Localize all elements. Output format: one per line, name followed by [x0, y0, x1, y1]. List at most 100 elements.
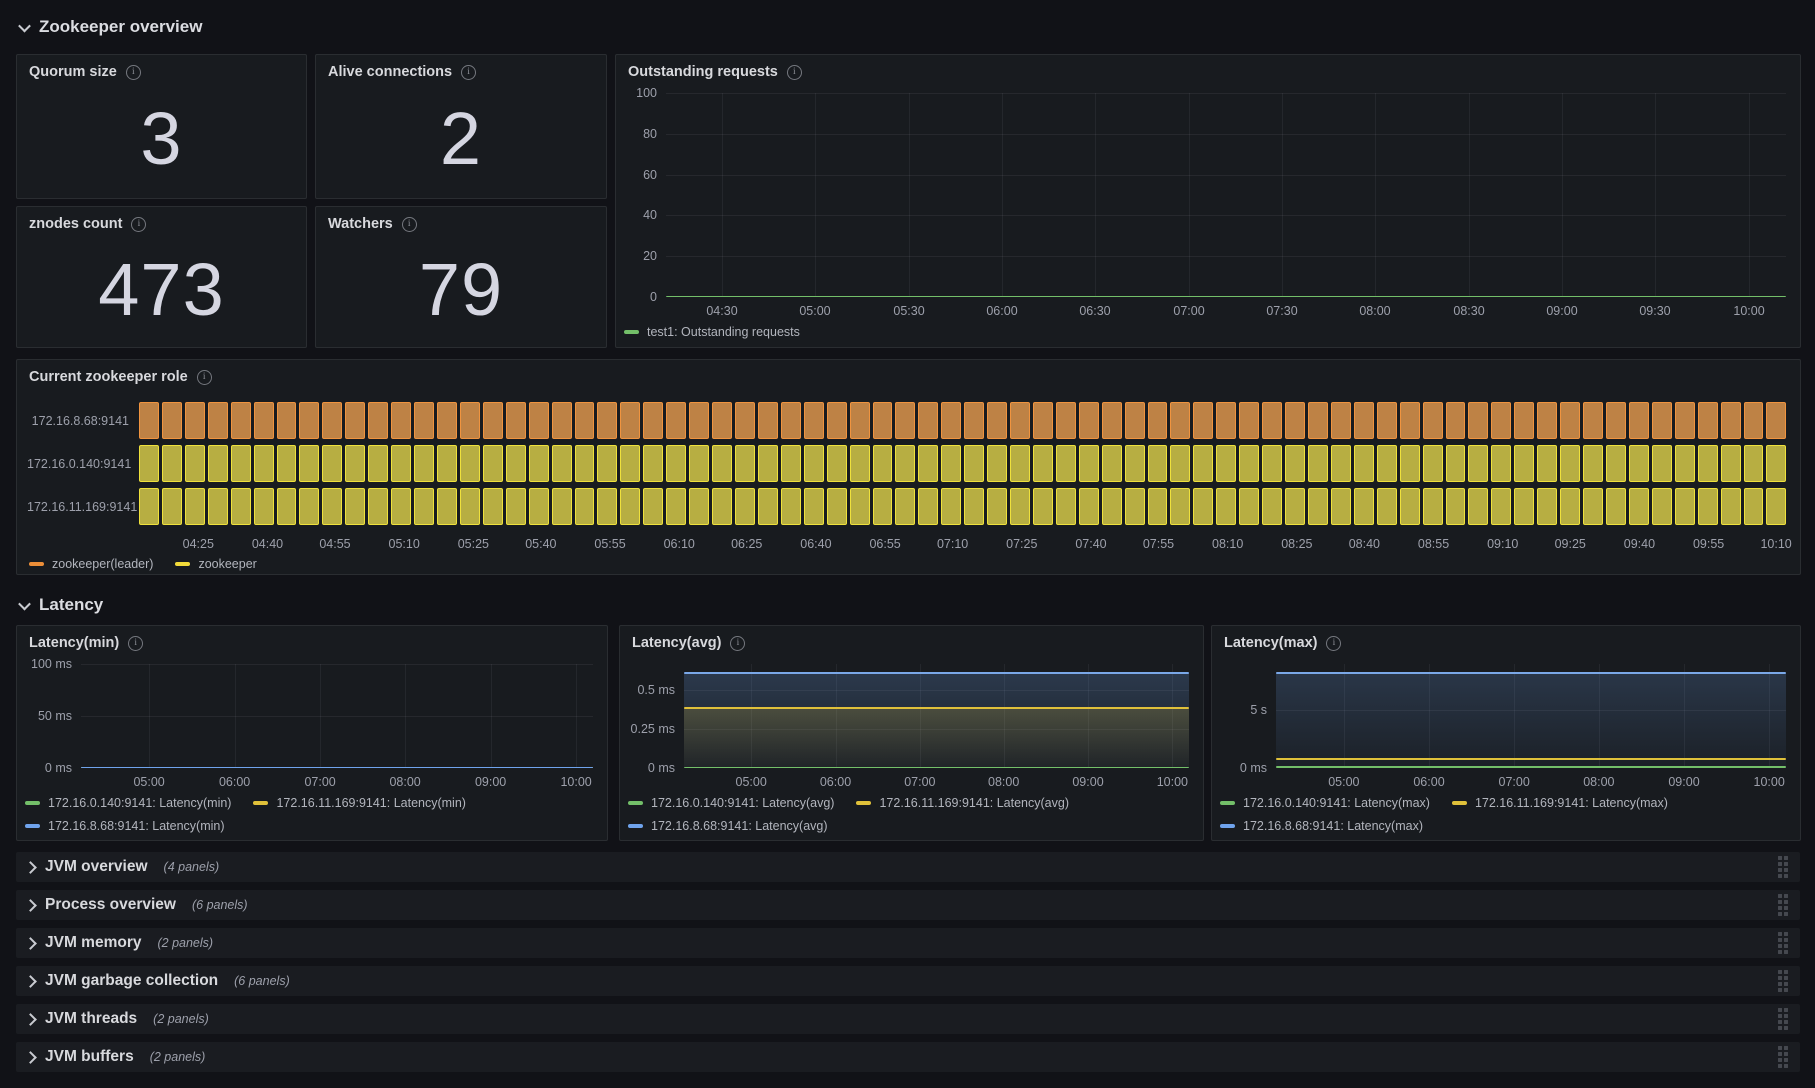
state-block — [597, 488, 618, 525]
info-icon[interactable]: i — [1326, 635, 1342, 651]
drag-handle-icon[interactable] — [1778, 894, 1788, 916]
panel-title[interactable]: Latency(max) — [1224, 635, 1318, 651]
legend-item[interactable]: 172.16.8.68:9141: Latency(avg) — [628, 816, 828, 836]
state-block — [1101, 488, 1122, 525]
legend-series-mark — [175, 562, 191, 566]
state-block — [184, 488, 205, 525]
state-block — [895, 402, 916, 439]
info-icon[interactable]: i — [125, 64, 141, 80]
legend-item[interactable]: 172.16.11.169:9141: Latency(avg) — [856, 793, 1069, 813]
state-block — [1422, 402, 1443, 439]
legend-item[interactable]: zookeeper — [175, 554, 257, 574]
legend-item[interactable]: 172.16.11.169:9141: Latency(min) — [253, 793, 466, 813]
state-block — [299, 402, 320, 439]
info-icon[interactable]: i — [196, 369, 212, 385]
state-block — [1239, 402, 1260, 439]
x-tick-label: 09:25 — [1554, 537, 1586, 551]
info-icon[interactable]: i — [730, 635, 746, 651]
row-jvm-overview[interactable]: JVM overview (4 panels) — [16, 852, 1800, 882]
panel-title[interactable]: znodes count — [29, 216, 123, 232]
plot-area[interactable] — [666, 93, 1786, 297]
state-block — [895, 488, 916, 525]
row-title: JVM buffers — [45, 1048, 134, 1065]
legend-item[interactable]: 172.16.0.140:9141: Latency(max) — [1220, 793, 1430, 813]
drag-handle-icon[interactable] — [1778, 856, 1788, 878]
state-block — [230, 402, 251, 439]
panel-title[interactable]: Latency(avg) — [632, 635, 722, 651]
panel-title[interactable]: Watchers — [328, 216, 393, 232]
state-block — [161, 402, 182, 439]
row-panel-count: (2 panels) — [153, 1012, 209, 1026]
plot-area[interactable] — [684, 664, 1189, 768]
state-block — [1445, 488, 1466, 525]
drag-handle-icon[interactable] — [1778, 932, 1788, 954]
row-panel-count: (6 panels) — [234, 974, 290, 988]
row-process-overview[interactable]: Process overview (6 panels) — [16, 890, 1800, 920]
state-block — [689, 402, 710, 439]
drag-handle-icon[interactable] — [1778, 1008, 1788, 1030]
state-block — [872, 445, 893, 482]
legend-item[interactable]: zookeeper(leader) — [29, 554, 153, 574]
info-icon[interactable]: i — [128, 635, 144, 651]
timeline-track[interactable] — [139, 488, 1787, 525]
series-fill — [684, 673, 1189, 768]
state-block — [1216, 445, 1237, 482]
panel-title[interactable]: Alive connections — [328, 64, 453, 80]
plot-area[interactable] — [1276, 664, 1786, 768]
section-header-latency[interactable]: Latency — [18, 592, 103, 618]
legend-item[interactable]: 172.16.8.68:9141: Latency(min) — [25, 816, 225, 836]
legend-series-mark — [25, 824, 40, 828]
legend-series-mark — [253, 801, 269, 805]
state-block — [253, 402, 274, 439]
row-jvm-garbage-collection[interactable]: JVM garbage collection (6 panels) — [16, 966, 1800, 996]
info-icon[interactable]: i — [461, 64, 477, 80]
state-block — [1697, 402, 1718, 439]
legend-label: zookeeper — [198, 557, 257, 571]
timeline-track[interactable] — [139, 445, 1787, 482]
state-block — [643, 445, 664, 482]
legend-item[interactable]: test1: Outstanding requests — [624, 322, 800, 342]
legend-item[interactable]: 172.16.0.140:9141: Latency(avg) — [628, 793, 834, 813]
state-block — [1468, 488, 1489, 525]
chevron-right-icon — [24, 974, 37, 988]
panel-title[interactable]: Outstanding requests — [628, 64, 778, 80]
timeline-track[interactable] — [139, 402, 1787, 439]
state-block — [1697, 488, 1718, 525]
state-block — [1720, 402, 1741, 439]
state-block — [1514, 488, 1535, 525]
info-icon[interactable]: i — [131, 216, 147, 232]
stat-value: 2 — [439, 97, 483, 180]
legend-item[interactable]: 172.16.0.140:9141: Latency(min) — [25, 793, 231, 813]
legend-item[interactable]: 172.16.11.169:9141: Latency(max) — [1451, 793, 1668, 813]
x-tick-label: 09:10 — [1487, 537, 1519, 551]
panel-title[interactable]: Quorum size — [29, 64, 117, 80]
series-line — [1276, 765, 1786, 768]
state-block — [482, 445, 503, 482]
state-block — [345, 488, 366, 525]
section-header-zookeeper-overview[interactable]: Zookeeper overview — [18, 14, 202, 40]
plot-area[interactable] — [81, 664, 593, 768]
row-jvm-memory[interactable]: JVM memory (2 panels) — [16, 928, 1800, 958]
info-icon[interactable]: i — [786, 64, 802, 80]
row-jvm-threads[interactable]: JVM threads (2 panels) — [16, 1004, 1800, 1034]
state-block — [1055, 402, 1076, 439]
gridline-v — [919, 664, 921, 768]
drag-handle-icon[interactable] — [1778, 1046, 1788, 1068]
x-tick-label: 07:10 — [936, 537, 969, 551]
drag-handle-icon[interactable] — [1778, 970, 1788, 992]
gridline-v — [1094, 93, 1096, 297]
legend-label: 172.16.11.169:9141: Latency(max) — [1474, 796, 1668, 810]
panel-title[interactable]: Current zookeeper role — [29, 369, 188, 385]
series-line — [1276, 757, 1786, 760]
state-block — [1399, 402, 1420, 439]
x-tick-label: 08:00 — [1583, 775, 1615, 789]
legend-item[interactable]: 172.16.8.68:9141: Latency(max) — [1220, 816, 1423, 836]
info-icon[interactable]: i — [401, 216, 417, 232]
state-block — [391, 488, 412, 525]
panel-title[interactable]: Latency(min) — [29, 635, 120, 651]
state-block — [712, 445, 732, 482]
state-block — [299, 488, 320, 525]
row-jvm-buffers[interactable]: JVM buffers (2 panels) — [16, 1042, 1800, 1072]
